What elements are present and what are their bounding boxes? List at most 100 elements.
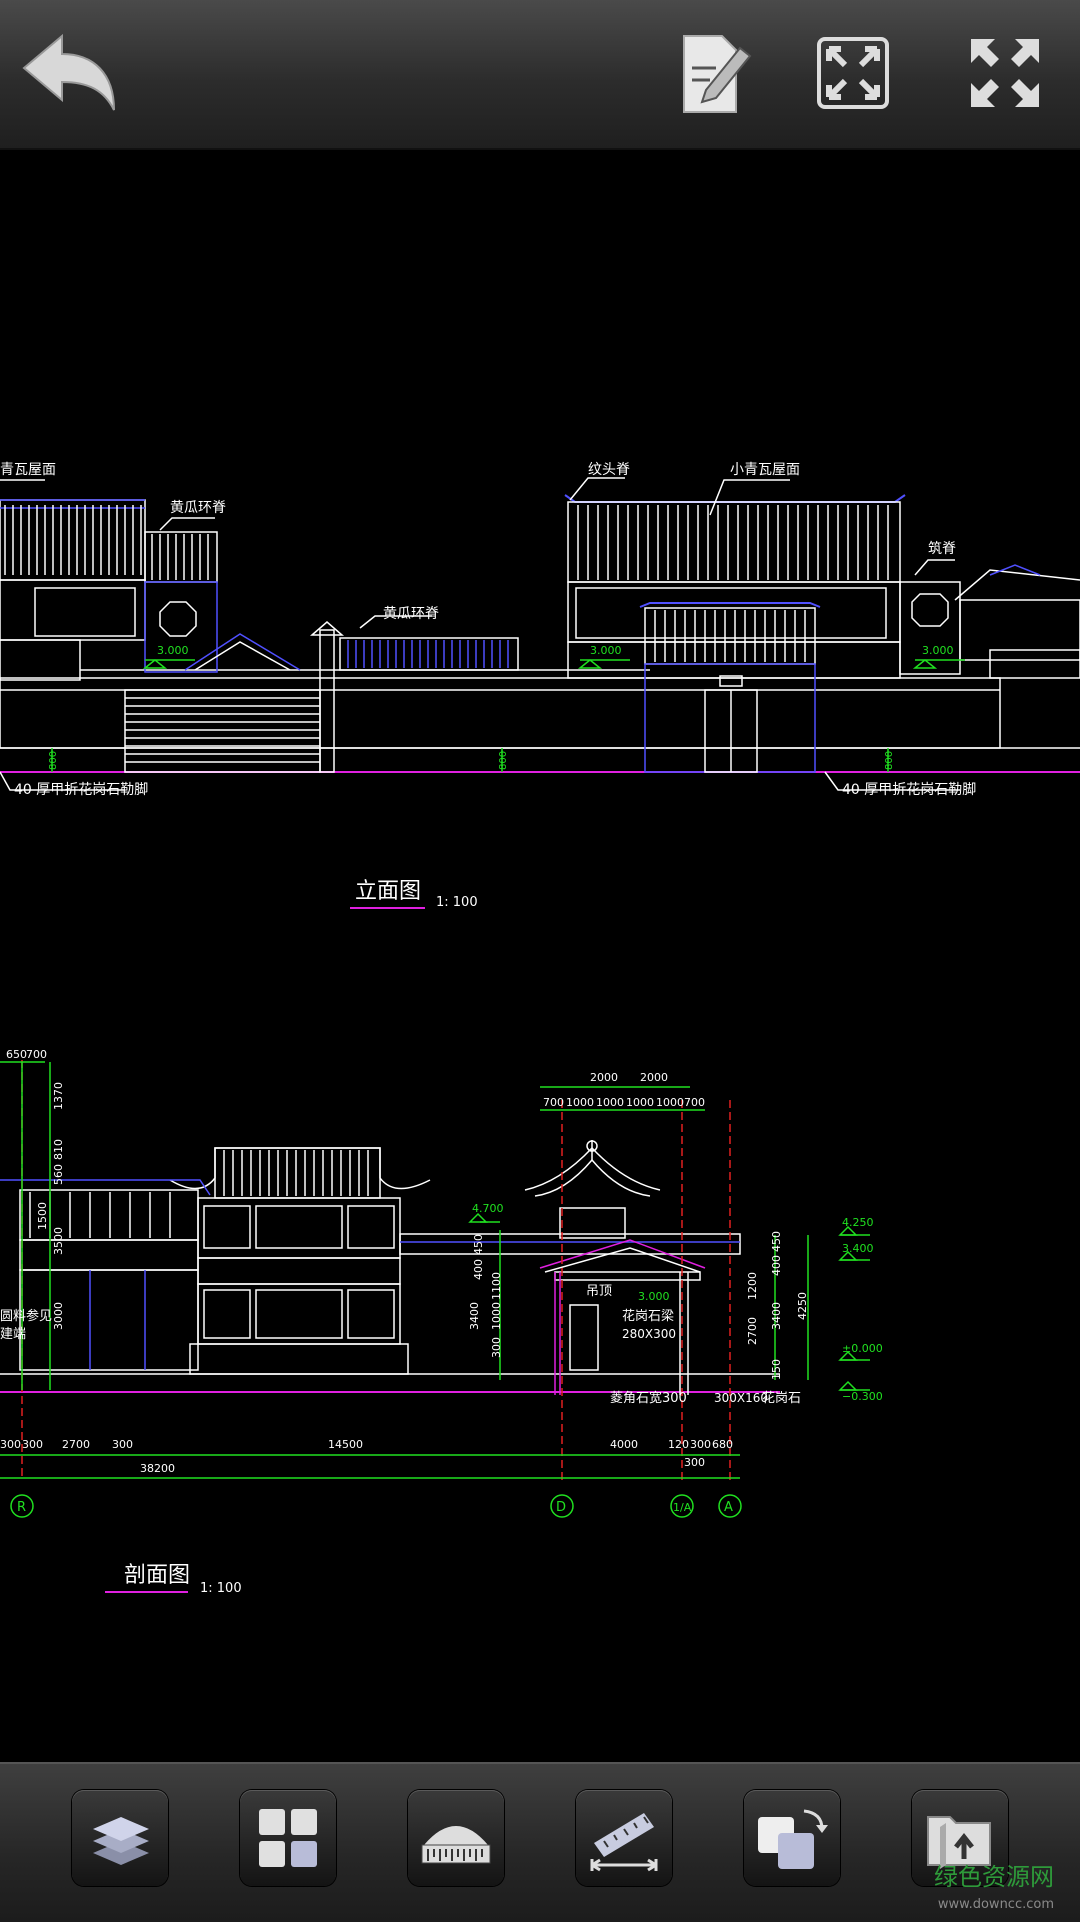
layers-button[interactable] [72,1790,168,1886]
dim-label: 1200 [746,1272,759,1300]
dim-label: 700 [26,1048,47,1061]
dim-label: 1100 [490,1272,503,1300]
bottom-toolbar: 绿色资源网 www.downcc.com [0,1762,1080,1922]
dim-label: 700 [543,1096,564,1109]
label-ridge-d: 筑脊 [928,541,956,557]
dim-label: 2000 [590,1071,618,1084]
axis-label: D [556,1500,566,1515]
dim-label: 14500 [328,1438,363,1451]
dim-label: 300 [490,1337,503,1358]
axis-label: A [724,1500,733,1515]
dim-label: 700 [684,1096,705,1109]
export-button[interactable] [912,1790,1008,1886]
export-icon [927,1816,991,1869]
level-mark: 3.400 [842,1242,874,1255]
cad-drawing: 青瓦屋面 黄瓜环脊 黄瓜环脊 纹头脊 小青瓦屋面 筑脊 40 厚甲折花岗石勒脚 … [0,462,1080,1596]
elevation-scale: 1: 100 [436,895,478,910]
elevation-labels: 青瓦屋面 黄瓜环脊 黄瓜环脊 纹头脊 小青瓦屋面 筑脊 40 厚甲折花岗石勒脚 … [0,462,976,910]
fullscreen-button[interactable] [950,18,1060,128]
dim-label: 4250 [796,1292,809,1320]
fullscreen-icon [971,39,1039,107]
fit-screen-icon [817,37,889,109]
label-ridge-a: 黄瓜环脊 [170,499,226,516]
dim-label: 120 [668,1438,689,1451]
section-scale: 1: 100 [200,1581,242,1596]
label-ridge-c: 纹头脊 [588,462,630,478]
dim-label: 2700 [746,1317,759,1345]
elevation-view [0,477,1080,909]
shapes-icon [421,1826,491,1864]
section-labels: 2000 2000 700 1000 1000 1000 1000 700 65… [0,1048,883,1596]
dim-label: 400 [472,1259,485,1280]
dim-label: 3000 [52,1302,65,1330]
dim-label: 800 [498,751,509,770]
dim-label: 3400 [468,1302,481,1330]
dim-label: 3400 [770,1302,783,1330]
level-mark: 3.000 [590,644,622,657]
axis-label: R [17,1500,26,1515]
level-mark: 4.250 [842,1216,874,1229]
elevation-title: 立面图 [355,879,421,904]
rotate-button[interactable] [744,1790,840,1886]
dim-label: 300 [0,1438,21,1451]
dim-label: 450 [770,1231,783,1252]
dim-label: 1000 [490,1302,503,1330]
level-mark: 3.000 [638,1290,670,1303]
edit-note-icon [683,35,752,113]
back-arrow-icon [22,33,115,111]
dim-label: 1000 [626,1096,654,1109]
dim-label: 2700 [62,1438,90,1451]
shapes-button[interactable] [408,1790,504,1886]
label-roof-left: 青瓦屋面 [0,462,56,478]
level-mark: 3.000 [922,644,954,657]
note-stone-b: 300X160 [714,1391,768,1405]
dim-label: 3500 [52,1227,65,1255]
dim-label: 300 [684,1456,705,1469]
section-view [0,1060,870,1593]
level-mark: −0.300 [842,1390,883,1403]
note-beam: 花岗石梁 [622,1308,674,1324]
level-mark: 4.700 [472,1202,504,1215]
dim-label: 810 [52,1139,65,1160]
edit-button[interactable] [656,18,766,128]
watermark-url: www.downcc.com [937,1897,1054,1912]
drawing-canvas[interactable]: 青瓦屋面 黄瓜环脊 黄瓜环脊 纹头脊 小青瓦屋面 筑脊 40 厚甲折花岗石勒脚 … [0,150,1080,1762]
dim-label: 300 [690,1438,711,1451]
axis-label: 1/A [673,1501,692,1514]
layout-icon [259,1809,317,1867]
dim-label: 400 [770,1255,783,1276]
dim-label: 4000 [610,1438,638,1451]
dim-label: 2000 [640,1071,668,1084]
note-ceiling: 吊顶 [586,1284,612,1299]
note-left: 圆料参见 [0,1308,52,1324]
dim-label: 300 [112,1438,133,1451]
label-base-right: 40 厚甲折花岗石勒脚 [842,782,976,798]
dim-label: 800 [884,751,895,770]
dim-label: 1500 [36,1202,49,1230]
dim-label: 1000 [656,1096,684,1109]
dim-label: 800 [48,751,59,770]
label-ridge-b: 黄瓜环脊 [383,605,439,622]
note-stone-c: 花岗石 [762,1390,801,1406]
measure-icon [590,1813,658,1872]
note-stone-a: 菱角石宽300 [610,1390,687,1406]
watermark: 绿色资源网 [934,1863,1054,1891]
dim-label: 1000 [596,1096,624,1109]
dim-label: 650 [6,1048,27,1061]
fit-screen-button[interactable] [798,18,908,128]
dim-total: 38200 [140,1462,175,1475]
dim-label: 560 [52,1164,65,1185]
layers-icon [93,1817,149,1865]
section-title: 剖面图 [124,1563,190,1588]
note-left: 建端 [0,1327,26,1342]
back-button[interactable] [14,18,124,128]
top-toolbar [0,0,1080,150]
dim-label: 150 [770,1359,783,1380]
rotate-icon [758,1809,828,1869]
layout-button[interactable] [240,1790,336,1886]
dim-label: 1000 [566,1096,594,1109]
dim-label: 450 [472,1234,485,1255]
dim-label: 680 [712,1438,733,1451]
level-mark: ±0.000 [842,1342,883,1355]
measure-button[interactable] [576,1790,672,1886]
